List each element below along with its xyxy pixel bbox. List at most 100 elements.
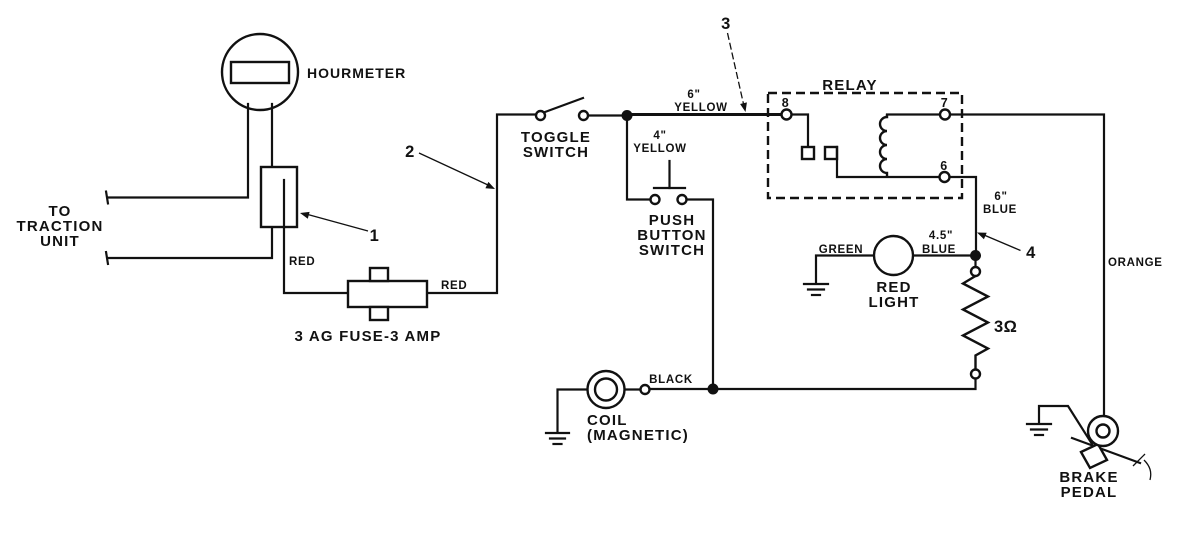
- relay-contact-fixed: [800, 145, 816, 161]
- callout-3-leader: [726, 32, 745, 105]
- pushbutton-label-1: PUSH: [649, 212, 695, 229]
- relay-terminal-7: [938, 108, 952, 121]
- brake-pedal-label-1: BRAKE: [1059, 469, 1118, 486]
- resistor-bottom-wire: [715, 377, 977, 391]
- relay7-orange-wire: [948, 113, 1106, 418]
- junction-dot-bottom: [707, 383, 719, 395]
- fuse: 3 AG FUSE-3 AMP: [295, 266, 442, 345]
- callout-1-arrowhead: [300, 211, 310, 219]
- coil-magnetic: COIL (MAGNETIC): [586, 369, 689, 444]
- toggle-switch: TOGGLE SWITCH: [521, 96, 591, 161]
- blue-6-color: BLUE: [983, 204, 1017, 216]
- red-light-label-1: RED: [876, 279, 911, 296]
- relay-label: RELAY: [822, 77, 877, 94]
- junction-dot-right: [970, 250, 981, 261]
- toggle-contact-left: [534, 109, 547, 122]
- resistor-terminal-bottom: [969, 368, 982, 380]
- hourmeter: HOURMETER: [220, 32, 406, 112]
- relay6-blue-wire: [948, 175, 978, 252]
- traction-line-3: UNIT: [40, 233, 80, 250]
- blue-6-length: 6": [994, 191, 1007, 203]
- hourmeter-left-wire: [106, 102, 250, 199]
- yellow-6-length: 6": [687, 89, 700, 101]
- traction-line-2: TRACTION: [16, 218, 103, 235]
- callout-3: 3: [721, 15, 747, 112]
- pedal-lever: [1070, 436, 1142, 465]
- red-wire-label-a: RED: [289, 256, 315, 268]
- coil-inner: [593, 377, 619, 402]
- black-wire-label: BLACK: [649, 374, 693, 386]
- brake-pedal: BRAKE PEDAL: [1025, 404, 1152, 501]
- callout-4-leader: [983, 234, 1021, 252]
- relay-terminal-6-label: 6: [940, 159, 947, 173]
- pushbutton-contact-right: [676, 193, 688, 206]
- traction-terminal-bottom: [104, 250, 110, 266]
- fuse-top-tab: [368, 266, 390, 283]
- pedal-pad: [1079, 442, 1109, 470]
- green-wire: [814, 254, 876, 284]
- pushbutton-down-wire: [685, 198, 715, 391]
- coil-ground-wire: [556, 388, 589, 434]
- hourmeter-label: HOURMETER: [307, 65, 406, 81]
- relay-terminal-8-label: 8: [782, 96, 789, 110]
- fuse-label: 3 AG FUSE-3 AMP: [295, 328, 442, 345]
- yellow-4-color: YELLOW: [633, 143, 686, 155]
- traction-line-1: TO: [49, 203, 72, 220]
- relay-coil: [878, 114, 889, 177]
- pedal-arrow-tail: [1143, 459, 1152, 481]
- callout-1: 1: [300, 211, 379, 245]
- relay-contact-wire: [790, 113, 810, 149]
- callout-2-arrowhead: [485, 181, 495, 189]
- green-wire-label: GREEN: [819, 244, 863, 256]
- wires: [104, 102, 1106, 434]
- orange-wire-label: ORANGE: [1108, 257, 1163, 269]
- relay-armature-wire: [835, 145, 942, 179]
- resistor: 3Ω: [960, 265, 1017, 380]
- blue-45-length: 4.5": [929, 230, 953, 242]
- yellow-6-label: 6" YELLOW: [674, 89, 727, 114]
- relay-enclosure: [766, 91, 964, 200]
- pedal-arrow-tick: [1132, 453, 1146, 467]
- pedal-roller-outer: [1086, 414, 1120, 448]
- push-button-switch: PUSH BUTTON SWITCH: [637, 159, 706, 259]
- yellow-4-wire: [625, 114, 652, 201]
- red-light-body: [872, 234, 915, 277]
- relay: RELAY 8 7 6: [766, 77, 964, 200]
- relay-terminal-6: [938, 170, 951, 184]
- coil-label-2: (MAGNETIC): [587, 427, 689, 444]
- callout-4-arrowhead: [977, 232, 987, 240]
- hourmeter-body: [220, 32, 300, 112]
- junction-dot-top: [621, 110, 633, 121]
- light-ground-icon: [802, 282, 830, 297]
- resistor-terminal-top: [969, 265, 982, 278]
- callout-2-number: 2: [405, 143, 415, 161]
- fuse-to-toggle-wire: [425, 113, 538, 295]
- hourmeter-window: [229, 60, 291, 85]
- coil-label-1: COIL: [587, 412, 628, 429]
- connector-block: [259, 165, 299, 229]
- callout-3-number: 3: [721, 15, 731, 33]
- callout-4-number: 4: [1026, 244, 1036, 262]
- pedal-ground-wire: [1037, 404, 1094, 446]
- yellow-6-color: YELLOW: [674, 102, 727, 114]
- relay-contact-moving: [823, 145, 839, 161]
- callout-2: 2: [405, 143, 495, 189]
- pedal-ground-icon: [1025, 422, 1053, 437]
- red-light-label-2: LIGHT: [869, 294, 920, 311]
- blue-6-label: 6" BLUE: [983, 191, 1017, 216]
- toggle-label-1: TOGGLE: [521, 129, 591, 146]
- blue-45-label: 4.5" BLUE: [922, 230, 955, 256]
- pushbutton-label-3: SWITCH: [639, 242, 705, 259]
- connector-block-body: [259, 165, 299, 229]
- callout-4: 4: [977, 232, 1036, 262]
- coil-outer: [586, 369, 626, 410]
- coil-ground-icon: [544, 431, 571, 446]
- resistor-label: 3Ω: [994, 318, 1017, 336]
- resistor-zigzag: [960, 274, 991, 370]
- coil-terminal: [639, 383, 651, 396]
- pedal-roller-inner: [1095, 423, 1111, 439]
- toggle-lever: [543, 96, 585, 114]
- pushbutton-label-2: BUTTON: [637, 227, 706, 244]
- callout-1-leader: [305, 213, 369, 232]
